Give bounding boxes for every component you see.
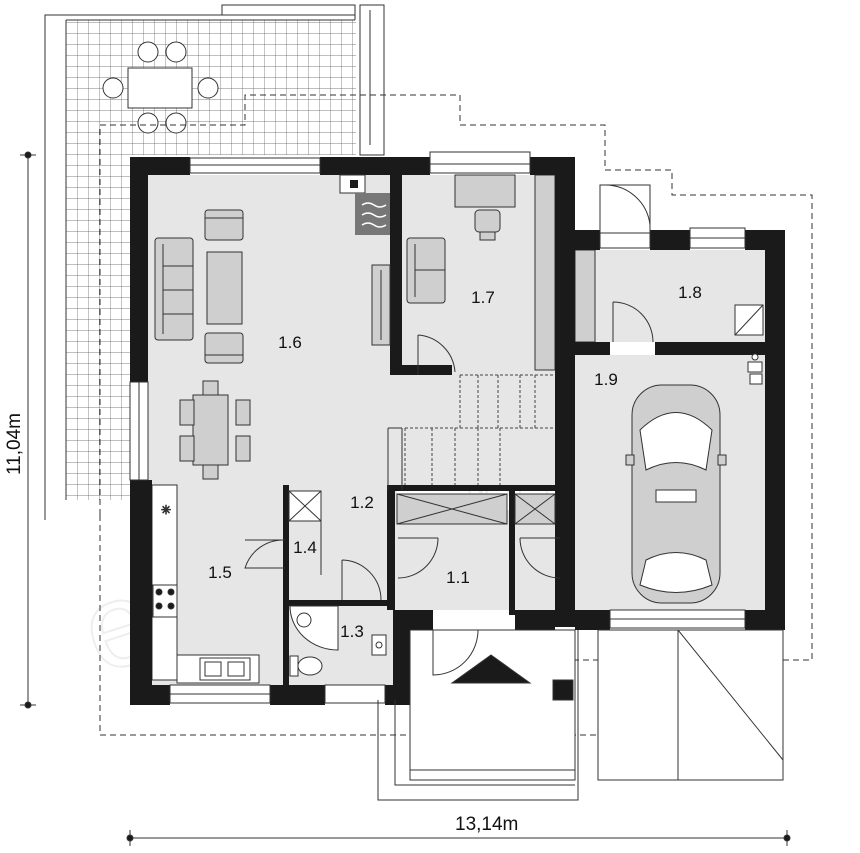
svg-text:✳: ✳ bbox=[161, 503, 171, 517]
walls bbox=[130, 157, 785, 705]
staircase bbox=[404, 374, 555, 485]
room-label-1-8: 1.8 bbox=[678, 283, 702, 302]
doors bbox=[244, 301, 654, 601]
room-label-1-7: 1.7 bbox=[471, 288, 495, 307]
windows bbox=[129, 151, 746, 704]
utility-fixtures bbox=[734, 304, 764, 385]
room-label-1-5: 1.5 bbox=[208, 563, 232, 582]
room-label-1-1: 1.1 bbox=[446, 568, 470, 587]
kitchen-fixtures: ✳ bbox=[152, 503, 251, 681]
width-dimension-label: 13,14m bbox=[455, 814, 518, 835]
utility-cabinet bbox=[574, 249, 596, 343]
hall-wardrobes bbox=[396, 493, 556, 525]
roof-outline bbox=[99, 94, 813, 736]
side-entry bbox=[599, 184, 651, 234]
room-label-1-9: 1.9 bbox=[594, 370, 618, 389]
fireplace bbox=[339, 174, 391, 346]
entrance-porch bbox=[377, 629, 579, 801]
height-dimension bbox=[20, 151, 36, 709]
width-dimension bbox=[126, 830, 791, 846]
staircase-solid bbox=[387, 427, 403, 490]
height-dimension-label: 11,04m bbox=[4, 413, 25, 475]
room-label-1-3: 1.3 bbox=[340, 622, 364, 641]
pantry-shelving bbox=[288, 490, 322, 575]
bathroom-fixtures bbox=[289, 605, 387, 677]
driveway bbox=[597, 629, 784, 781]
patio-dining-set bbox=[102, 41, 219, 134]
living-room-furniture bbox=[154, 209, 251, 480]
study-furniture bbox=[406, 174, 516, 304]
car bbox=[625, 384, 727, 604]
room-label-1-2: 1.2 bbox=[350, 493, 374, 512]
room-label-1-4: 1.4 bbox=[293, 538, 317, 557]
room-label-1-6: 1.6 bbox=[278, 333, 302, 352]
study-cabinet bbox=[534, 174, 556, 371]
